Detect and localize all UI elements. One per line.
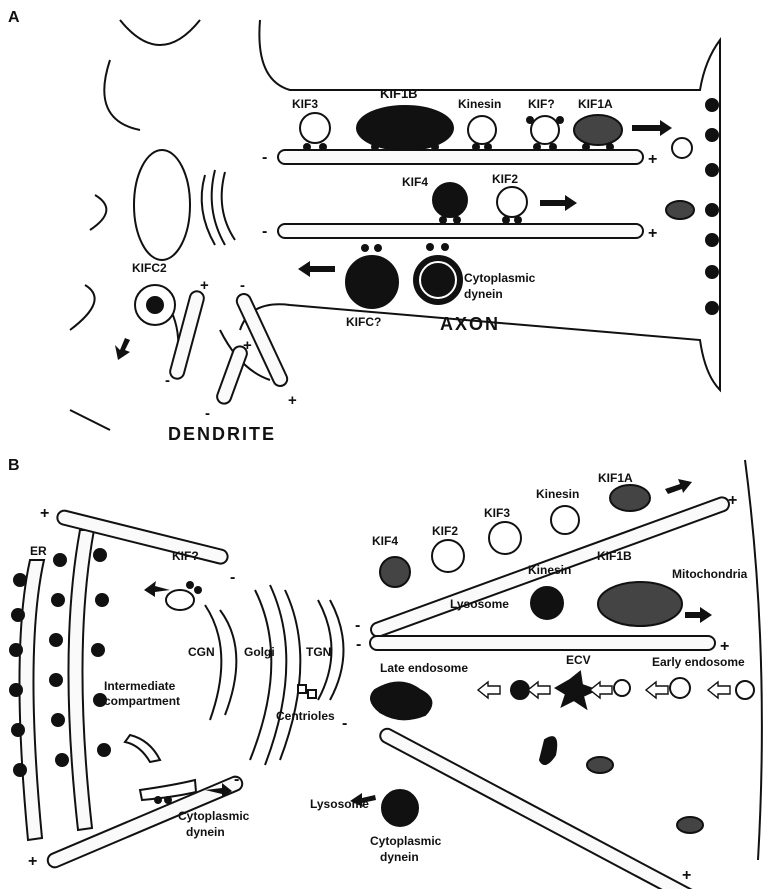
- dmt1-minus: -: [165, 372, 170, 389]
- mt2-plus: +: [648, 225, 657, 242]
- bmt1-minus: -: [230, 569, 235, 586]
- label-intermediate: Intermediate: [104, 679, 176, 693]
- label-cgn: CGN: [188, 645, 215, 659]
- vesicle-kif4: [433, 183, 467, 217]
- dmt2-plus: +: [243, 337, 252, 354]
- bmt5-minus: -: [342, 715, 347, 732]
- label-kif4-b: KIF4: [372, 534, 398, 548]
- dmt2-minus: -: [205, 405, 210, 422]
- label-kifc-a: KIFC?: [346, 315, 381, 329]
- nucleus: [134, 150, 190, 260]
- label-kifq-b: KIF?: [172, 549, 199, 563]
- label-kifc2: KIFC2: [132, 261, 167, 275]
- label-kif3-b: KIF3: [484, 506, 510, 520]
- label-kinesin-b1: Kinesin: [536, 487, 579, 501]
- label-lysosome-b1: Lysosome: [450, 597, 509, 611]
- bmt5-plus: +: [682, 867, 691, 884]
- label-dendrite: DENDRITE: [168, 424, 276, 444]
- label-er: ER: [30, 544, 47, 558]
- vesicle-kif1a: [574, 115, 622, 145]
- label-golgi: Golgi: [244, 645, 275, 659]
- label-early-endosome: Early endosome: [652, 655, 745, 669]
- dmt3-minus: -: [240, 277, 245, 294]
- vesicle-kinesin: [468, 116, 496, 144]
- label-axon: AXON: [440, 314, 500, 334]
- vesicle-dynein-a: [414, 256, 462, 304]
- bmt4-plus: +: [720, 638, 729, 655]
- label-cytoplasmic-b1: Cytoplasmic: [178, 809, 250, 823]
- bmt2-minus: -: [234, 771, 239, 788]
- label-kif3-a: KIF3: [292, 97, 318, 111]
- label-cytoplasmic-b2: Cytoplasmic: [370, 834, 442, 848]
- mt2-minus: -: [262, 223, 267, 240]
- golgi-stack-a: [202, 170, 235, 245]
- mitochondrion-kif1b: [357, 106, 453, 150]
- label-late-endosome: Late endosome: [380, 661, 468, 675]
- cgn-outline: [205, 605, 236, 720]
- dmt1-plus: +: [200, 277, 209, 294]
- label-centrioles: Centrioles: [276, 709, 335, 723]
- label-kif1a-b: KIF1A: [598, 471, 633, 485]
- label-kif4-a: KIF4: [402, 175, 428, 189]
- bmt4-minus: -: [356, 636, 361, 653]
- bmt3-plus: +: [728, 492, 737, 509]
- vesicle-kif3: [300, 113, 330, 143]
- label-dynein-a: dynein: [464, 287, 503, 301]
- label-dynein-b1: dynein: [186, 825, 225, 839]
- label-ecv: ECV: [566, 653, 591, 667]
- bmt1-plus: +: [40, 505, 49, 522]
- label-kif1a-a: KIF1A: [578, 97, 613, 111]
- label-kifq-a: KIF?: [528, 97, 555, 111]
- b-mt-middle-right: [370, 636, 715, 650]
- golgi-stack-b: [250, 585, 300, 765]
- label-tgn: TGN: [306, 645, 331, 659]
- axon-microtubule-2: [278, 224, 643, 238]
- b-mt-lower-right: [378, 726, 702, 889]
- label-kif1b-b: KIF1B: [597, 549, 632, 563]
- mt1-plus: +: [648, 151, 657, 168]
- vesicle-kif2: [497, 187, 527, 217]
- label-kif2-b: KIF2: [432, 524, 458, 538]
- dmt3-plus: +: [288, 392, 297, 409]
- label-dynein-b2: dynein: [380, 850, 419, 864]
- bmt3-minus: -: [355, 617, 360, 634]
- label-cytoplasmic-a: Cytoplasmic: [464, 271, 536, 285]
- label-kinesin-a: Kinesin: [458, 97, 501, 111]
- axon-microtubule-1: [278, 150, 643, 164]
- panel-b-letter: B: [8, 457, 20, 474]
- panel-a-letter: A: [8, 9, 20, 26]
- arrow-plus-end-1: [632, 120, 672, 136]
- label-kinesin-b2: Kinesin: [528, 563, 571, 577]
- label-kif1b-a: KIF1B: [380, 86, 418, 101]
- arrow-kifc2: [115, 338, 130, 360]
- er-sheet-2: [68, 530, 94, 830]
- bmt2-plus: +: [28, 853, 37, 870]
- er-sheet-1: [19, 560, 44, 840]
- label-compartment: compartment: [104, 694, 180, 708]
- mt1-minus: -: [262, 149, 267, 166]
- vesicle-kifq: [531, 116, 559, 144]
- label-mitochondria: Mitochondria: [672, 567, 748, 581]
- vesicle-kifc: [346, 256, 398, 308]
- arrow-plus-end-2: [540, 195, 577, 211]
- label-kif2-a: KIF2: [492, 172, 518, 186]
- arrow-minus-end-a: [298, 261, 335, 277]
